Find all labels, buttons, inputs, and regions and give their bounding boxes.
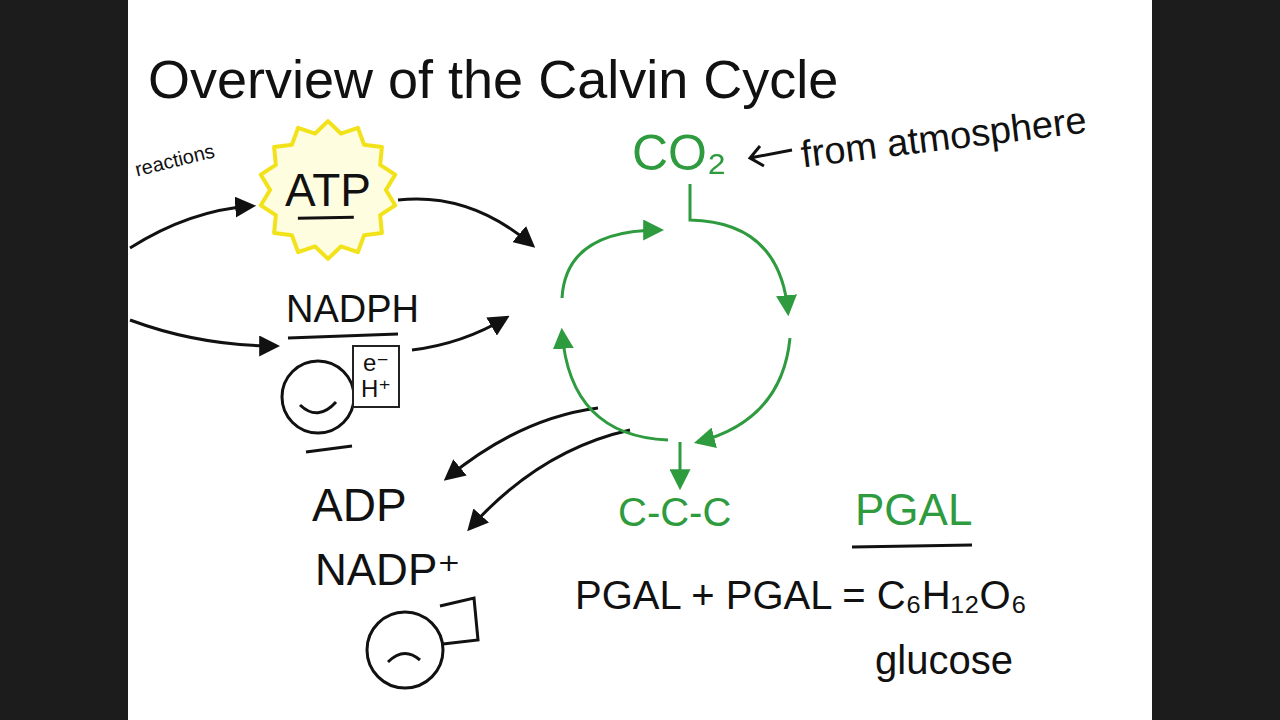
particle-label: e⁻ [361,350,391,376]
supply-arrow [412,318,506,350]
note: from atmosphere [799,101,1089,174]
pointer-arrow [750,146,792,166]
empty-box [440,598,478,644]
underline [852,545,972,547]
molecule-label: NADPH [286,290,419,328]
cycle-arrow [690,184,788,312]
return-arrow [470,430,630,528]
carbon-chain: C-C-C [618,492,731,532]
energy-starburst: ATP [255,117,401,263]
underline [288,334,398,338]
cargo-box: e⁻H⁺ [352,345,400,408]
molecule-label: NADP⁺ [315,548,460,592]
return-arrow [447,408,598,478]
side-bar [1152,0,1280,720]
molecule-label: glucose [875,640,1013,680]
process-label: reactions [133,140,217,179]
molecule-label: ADP [312,482,407,528]
underline [306,446,352,452]
cycle-arrow [562,332,668,440]
molecule-label: CO₂ [632,128,726,178]
particle-label: H⁺ [361,376,391,402]
equation: PGAL + PGAL = C₆H₁₂O₆ [575,575,1027,615]
title: Overview of the Calvin Cycle [148,52,838,106]
frown [388,653,420,662]
molecule-label: ATP [285,165,371,216]
input-arrow [130,206,252,248]
output-arrow [679,442,682,486]
starburst [261,121,395,259]
supply-arrow [398,199,532,245]
cycle-arrow [562,230,660,298]
smile [300,402,336,413]
input-arrow [130,320,276,346]
cycle-arrow [698,338,790,442]
molecule-label: PGAL [855,488,972,532]
side-bar [0,0,128,720]
underline [298,217,354,218]
happy-face [282,361,354,433]
sad-face [367,612,443,688]
